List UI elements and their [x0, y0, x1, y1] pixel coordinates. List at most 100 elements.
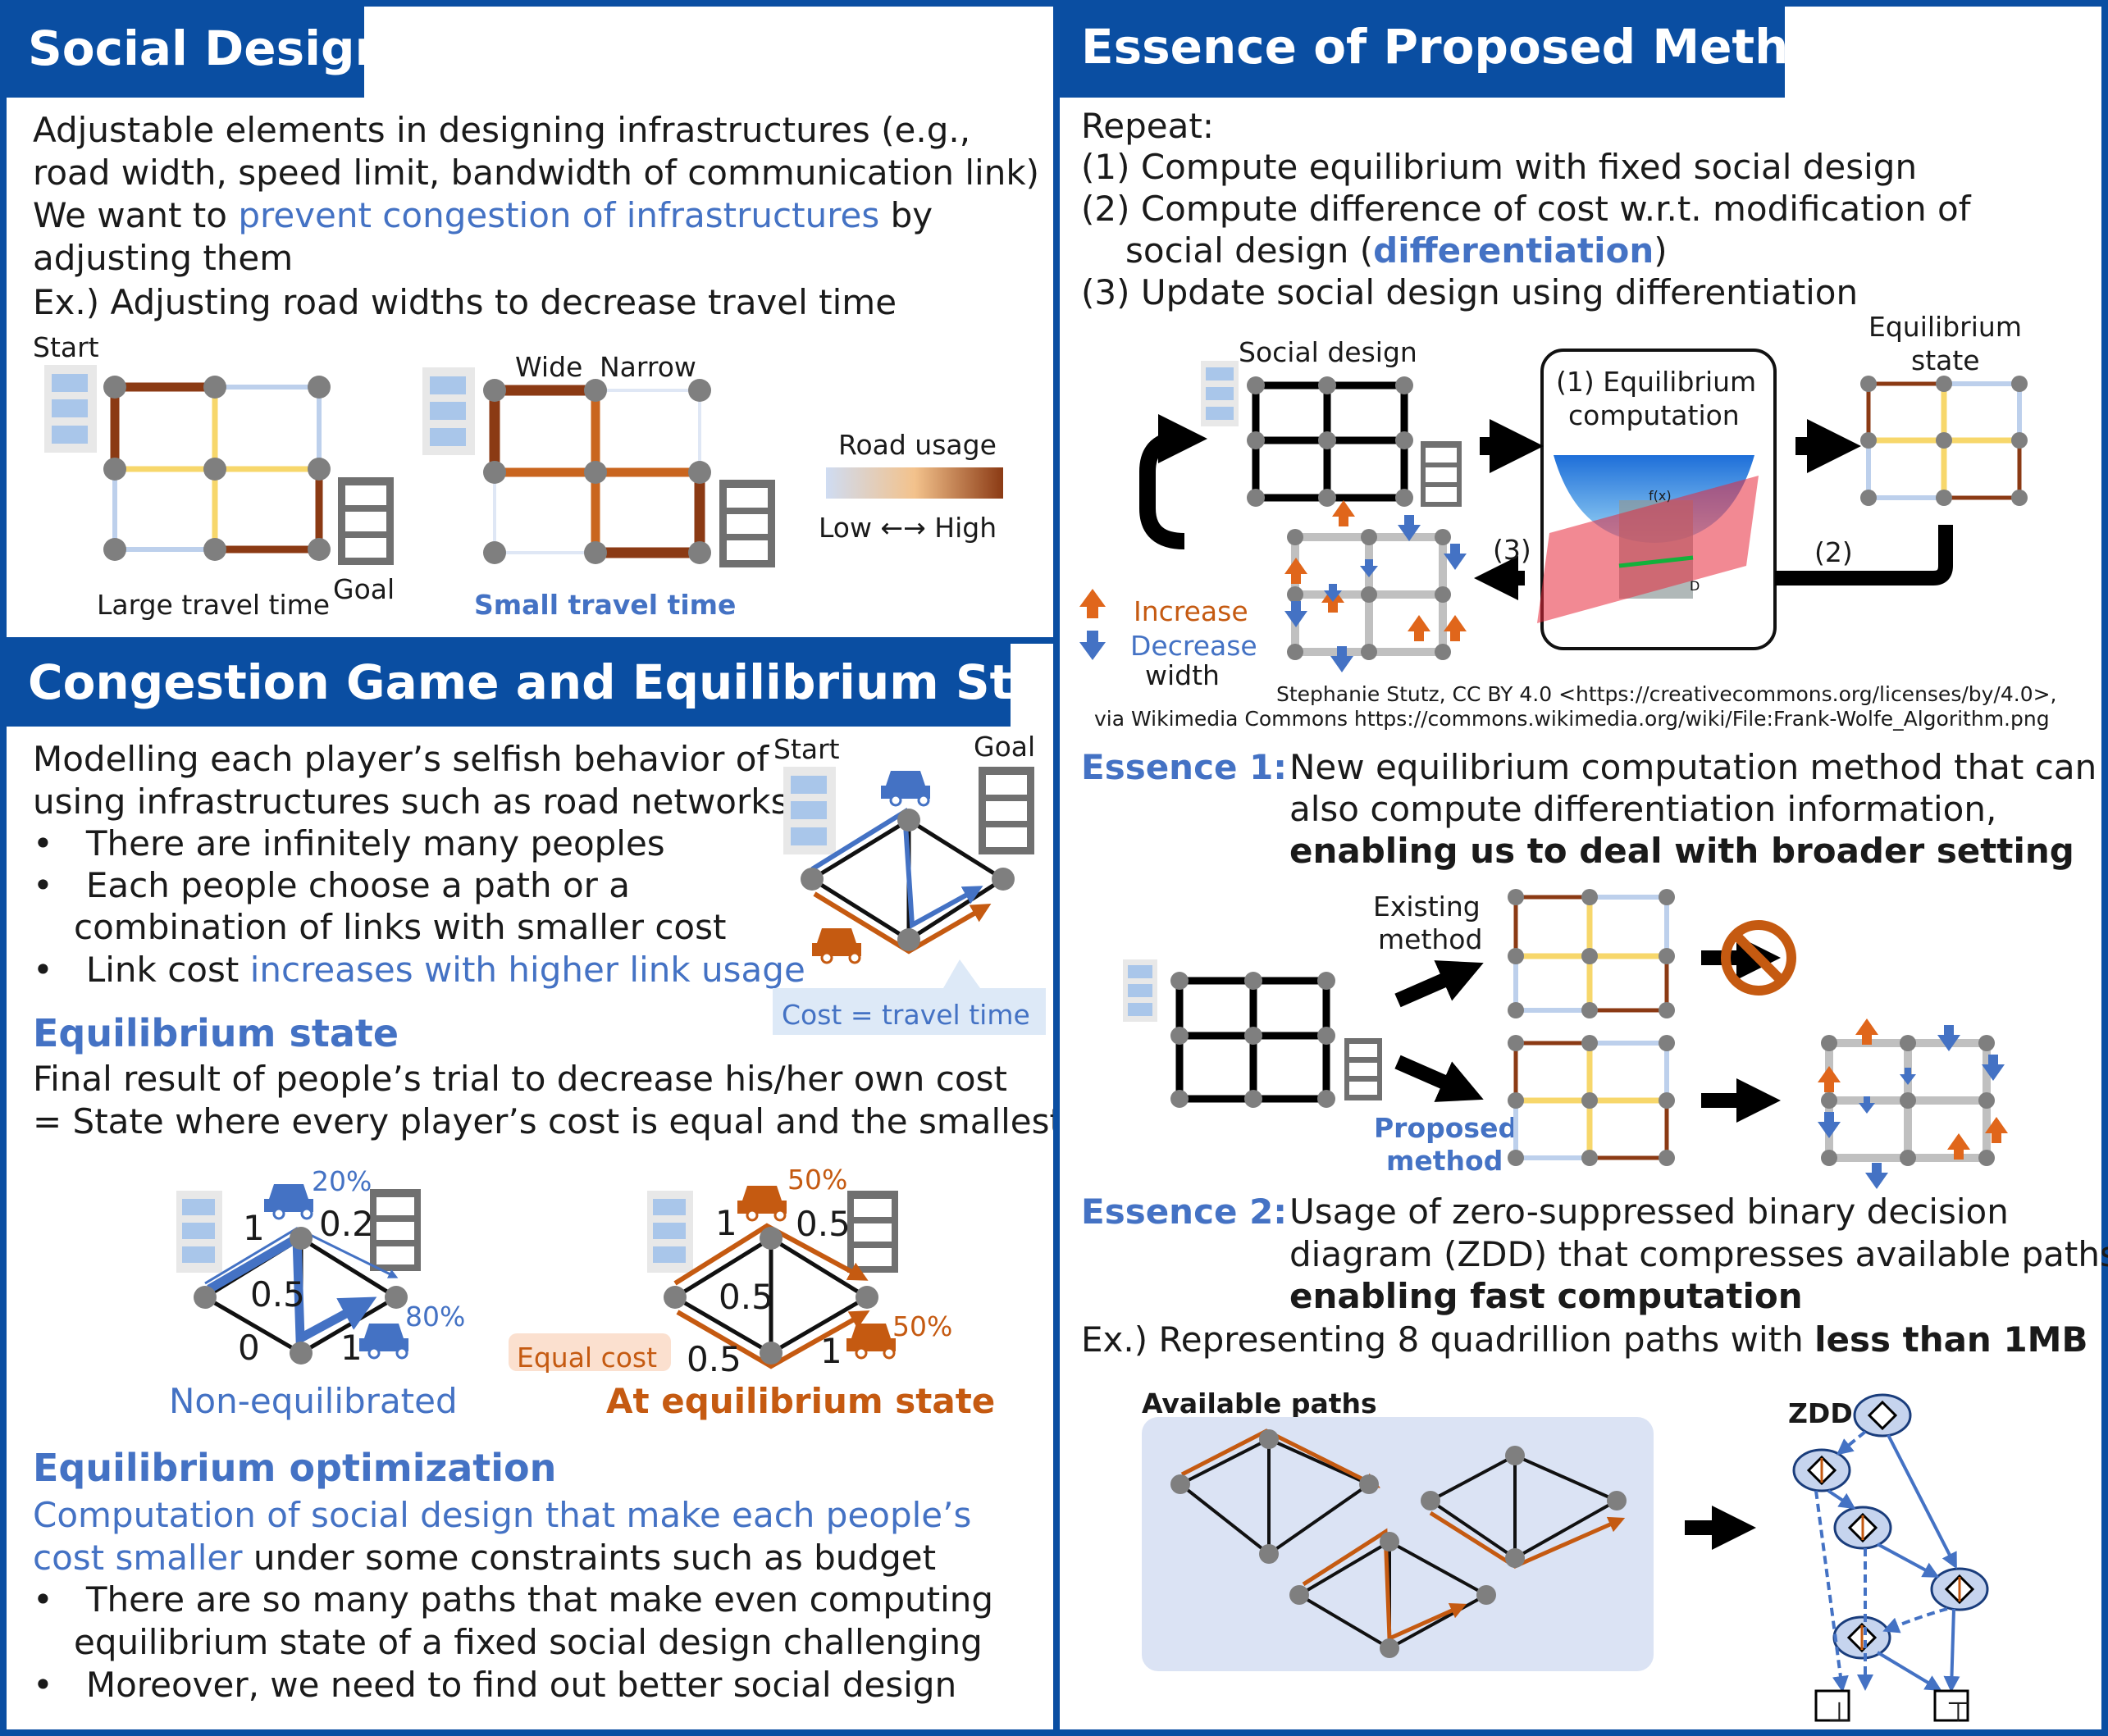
essence-2-text-b: diagram (ZDD) that compresses available …: [1289, 1234, 2108, 1274]
equilibrium-optimization-heading: Equilibrium optimization: [33, 1446, 557, 1490]
essence-1-text-b: also compute differentiation information…: [1289, 789, 1997, 829]
social-design-title: Social Design: [7, 7, 389, 98]
repeat-step-3: (3) Update social design using different…: [1081, 272, 1859, 312]
car-icon-orange: [812, 928, 861, 964]
ne-pct-1: 20%: [312, 1165, 372, 1197]
start-building-icon: [422, 367, 475, 455]
sd-wide-label: Wide: [515, 351, 583, 383]
repeat-step-2b: social design (differentiation): [1125, 230, 1668, 271]
equal-cost-label: Equal cost: [517, 1342, 658, 1374]
opt-bullet-2: • Moreover, we need to find out better s…: [33, 1665, 957, 1705]
repeat-text: Repeat:: [1081, 106, 1214, 146]
start-building-icon: [1201, 361, 1239, 426]
eq-state-label-1: Equilibrium: [1868, 311, 2022, 343]
essence-2-text-c: enabling fast computation: [1289, 1276, 1803, 1316]
opt-bullet-1: • There are so many paths that make even…: [33, 1579, 994, 1620]
congestion-panel: [0, 637, 1060, 1736]
iteration-diagram: [1079, 361, 2028, 672]
eq-comp-label-2: computation: [1568, 399, 1740, 431]
goal-building-icon: [1421, 441, 1462, 507]
cg-start-label: Start: [773, 733, 840, 765]
eq-val-a: 1: [715, 1203, 737, 1243]
repeat-step-2: (2) Compute difference of cost w.r.t. mo…: [1081, 189, 1971, 229]
fx-label: f(x): [1649, 488, 1672, 503]
label-2: (2): [1814, 536, 1853, 568]
cg-bullet-3a: Link cost: [85, 950, 250, 990]
cg-bullet-1-text: There are infinitely many peoples: [85, 823, 665, 863]
goal-building-icon: [719, 480, 775, 567]
eq-state-label-2: state: [1911, 344, 1980, 376]
legend-increase-icon: [1079, 589, 1106, 618]
eq-val-e: 1: [820, 1331, 842, 1371]
proposed-label-2: method: [1386, 1145, 1503, 1177]
car-icon-orange: [846, 1324, 896, 1360]
prohibited-icon: [1721, 920, 1796, 996]
zdd-top-terminal: ⊤: [1946, 1696, 1970, 1728]
width-label: width: [1145, 659, 1220, 691]
zdd-label: ZDD: [1788, 1397, 1853, 1429]
credit-line-1: Stephanie Stutz, CC BY 4.0 <https://crea…: [1276, 682, 2057, 706]
road-usage-label: Road usage: [838, 429, 997, 461]
start-building-icon: [647, 1191, 693, 1273]
start-building-icon: [1123, 959, 1157, 1022]
at-equilibrium-label: At equilibrium state: [606, 1381, 996, 1421]
decrease-label: Decrease: [1130, 630, 1257, 662]
low-high-label: Low ←→ High: [819, 512, 997, 544]
cg-bullet-3: • Link cost increases with higher link u…: [33, 950, 805, 990]
sd-large-label: Large travel time: [97, 589, 331, 621]
equilibrium-state-heading: Equilibrium state: [33, 1011, 399, 1055]
road-usage-gradient: [826, 467, 1003, 499]
legend-decrease-icon: [1079, 631, 1106, 660]
ne-val-e: 1: [340, 1328, 363, 1368]
opt-text-1: Computation of social design that make e…: [33, 1495, 972, 1535]
d-label: D: [1690, 578, 1700, 594]
sd-start-label: Start: [33, 331, 99, 363]
opt-bullet-2-text: Moreover, we need to find out better soc…: [85, 1665, 957, 1705]
essence-title: Essence of Proposed Method: [1060, 7, 1855, 98]
car-icon-orange: [737, 1186, 787, 1222]
social-design-label: Social design: [1239, 336, 1417, 368]
eq-val-d: 0.5: [687, 1339, 741, 1379]
eq-text-2: = State where every player’s cost is equ…: [33, 1101, 1064, 1141]
car-icon-blue: [264, 1184, 313, 1220]
sd-small-label: Small travel time: [474, 589, 737, 621]
opt-bullet-1-text: There are so many paths that make even c…: [85, 1579, 994, 1620]
sd-goal-label: Goal: [333, 573, 395, 605]
opt-text-2b: under some constraints such as budget: [242, 1538, 937, 1578]
sd-text-2: road width, speed limit, bandwidth of co…: [33, 153, 1040, 193]
goal-building-icon: [847, 1191, 898, 1273]
start-building-icon: [176, 1191, 222, 1273]
label-3: (3): [1493, 534, 1531, 566]
ne-val-b: 0.2: [319, 1204, 374, 1244]
goal-building-icon: [979, 767, 1034, 854]
cost-label: Cost = travel time: [782, 999, 1030, 1031]
network-diamond-diagram: [773, 767, 1046, 1035]
equilibrium-diagrams: [176, 1184, 898, 1371]
sd-narrow-label: Narrow: [600, 351, 696, 383]
cg-bullet-2b: combination of links with smaller cost: [74, 907, 727, 947]
cg-text-2: using infrastructures such as road netwo…: [33, 781, 789, 822]
essence-2-text-a: Usage of zero-suppressed binary decision: [1289, 1192, 2009, 1232]
start-building-icon: [44, 365, 97, 453]
start-building-icon: [783, 767, 836, 854]
zdd-bottom-terminal: ⊥: [1827, 1696, 1851, 1728]
essence-2-example: Ex.) Representing 8 quadrillion paths wi…: [1081, 1319, 2087, 1360]
cost-callout: [773, 959, 1046, 1035]
sd-highlight: prevent congestion of infrastructures: [238, 195, 880, 235]
eq-val-b: 0.5: [796, 1204, 851, 1244]
ex-bold: less than 1MB: [1814, 1319, 2088, 1360]
existing-label-2: method: [1378, 923, 1483, 955]
goal-building-icon: [338, 477, 394, 565]
essence-2-diagram: [1142, 1393, 1989, 1722]
cg-goal-label: Goal: [974, 731, 1036, 763]
zdd-nodes: [1792, 1393, 1989, 1660]
non-equilibrated-label: Non-equilibrated: [169, 1381, 458, 1421]
opt-text-2a: cost smaller: [33, 1538, 243, 1578]
essence-2-heading: Essence 2:: [1081, 1192, 1288, 1232]
sd-text-3a: We want to: [33, 195, 239, 235]
proposed-label-1: Proposed: [1374, 1112, 1518, 1144]
essence-1-diagram: [1123, 889, 2008, 1189]
goal-building-icon: [1344, 1038, 1382, 1100]
road-grid-small: [422, 367, 1003, 567]
ne-val-d: 0: [238, 1328, 260, 1368]
